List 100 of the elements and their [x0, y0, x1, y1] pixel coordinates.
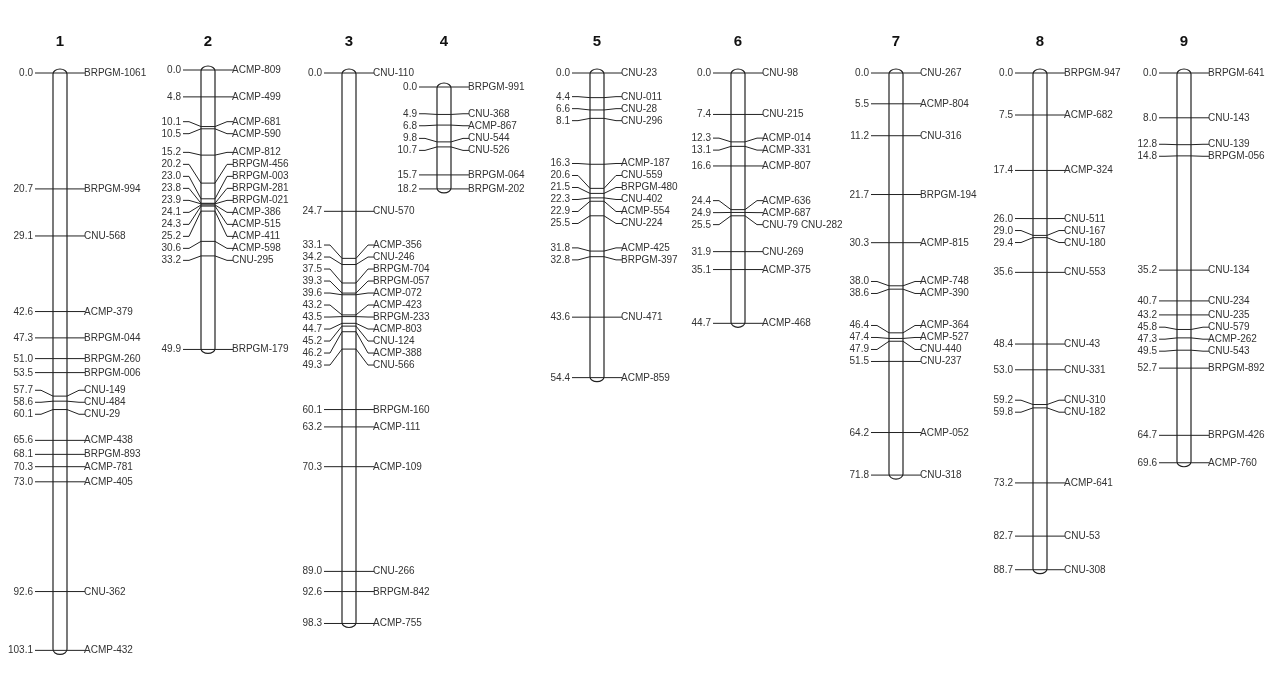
marker-name: BRPGM-202 [468, 182, 525, 195]
position-label: 29.4 [993, 236, 1013, 249]
position-label: 57.7 [13, 384, 33, 397]
marker-name: CNU-559 [621, 169, 663, 182]
position-label: 7.4 [697, 108, 711, 121]
marker-name: ACMP-375 [762, 263, 811, 276]
marker-name: ACMP-812 [232, 146, 281, 159]
marker-name: CNU-553 [1064, 266, 1106, 279]
position-label: 21.5 [550, 181, 570, 194]
marker-name: CNU-180 [1064, 236, 1106, 249]
position-label: 0.0 [403, 81, 417, 93]
marker-name: ACMP-636 [762, 194, 811, 207]
marker-name: CNU-237 [920, 355, 962, 368]
position-label: 51.5 [849, 355, 869, 368]
marker-name: CNU-167 [1064, 224, 1106, 237]
marker-name: ACMP-072 [373, 287, 422, 300]
marker-name: ACMP-432 [84, 644, 133, 657]
position-label: 48.4 [993, 338, 1013, 351]
marker-name: BRPGM-480 [621, 181, 678, 194]
position-label: 15.2 [161, 146, 181, 159]
position-label: 0.0 [697, 67, 711, 79]
position-label: 23.8 [161, 182, 181, 195]
marker-name: CNU-267 [920, 67, 962, 79]
marker-name: ACMP-687 [762, 206, 811, 219]
position-label: 34.2 [302, 251, 322, 264]
marker-name: CNU-234 [1208, 294, 1250, 307]
marker-name: ACMP-641 [1064, 476, 1113, 489]
position-label: 71.8 [849, 469, 869, 482]
marker-name: CNU-53 [1064, 530, 1101, 543]
position-label: 60.1 [302, 403, 322, 416]
position-label: 65.6 [13, 434, 33, 447]
marker-name: ACMP-111 [373, 420, 421, 433]
marker-name: CNU-484 [84, 396, 126, 409]
position-label: 98.3 [302, 617, 322, 630]
marker-name: ACMP-760 [1208, 456, 1257, 469]
position-label: 38.6 [849, 287, 869, 300]
position-label: 43.6 [550, 311, 570, 324]
position-label: 44.7 [302, 323, 322, 336]
chromosome-number: 9 [1178, 32, 1190, 50]
position-label: 58.6 [13, 396, 33, 409]
marker-name: CNU-266 [373, 565, 415, 578]
marker-name: BRPGM-842 [373, 585, 430, 598]
marker-name: CNU-566 [373, 359, 415, 372]
position-label: 35.1 [691, 263, 711, 276]
position-label: 22.9 [550, 205, 570, 218]
position-label: 92.6 [13, 585, 33, 598]
position-label: 70.3 [302, 460, 322, 473]
marker-name: ACMP-109 [373, 460, 422, 473]
position-label: 20.7 [13, 182, 33, 195]
position-label: 15.7 [397, 168, 417, 181]
marker-name: BRPGM-704 [373, 263, 430, 276]
marker-name: CNU-79 CNU-282 [762, 218, 843, 231]
marker-name: BRPGM-057 [373, 275, 430, 288]
position-label: 88.7 [993, 563, 1013, 576]
position-label: 22.3 [550, 193, 570, 206]
position-label: 11.2 [850, 129, 869, 142]
position-label: 25.5 [550, 217, 570, 230]
marker-name: ACMP-388 [373, 347, 422, 360]
position-label: 20.6 [550, 169, 570, 182]
position-label: 23.9 [161, 194, 181, 207]
marker-name: CNU-471 [621, 311, 663, 324]
marker-name: CNU-182 [1064, 406, 1106, 419]
marker-name: CNU-310 [1064, 394, 1106, 407]
marker-name: ACMP-423 [373, 299, 422, 312]
marker-name: CNU-23 [621, 67, 658, 79]
position-label: 6.6 [556, 102, 570, 115]
chromosome-number: 5 [591, 32, 603, 50]
position-label: 32.8 [550, 253, 570, 266]
chromosome-number: 1 [54, 32, 66, 50]
marker-name: BRPGM-064 [468, 168, 525, 181]
position-label: 0.0 [308, 67, 322, 79]
marker-name: CNU-440 [920, 343, 962, 356]
position-label: 40.7 [1137, 294, 1157, 307]
marker-name: ACMP-468 [762, 317, 811, 330]
position-label: 20.2 [161, 158, 181, 171]
marker-name: CNU-134 [1208, 264, 1250, 277]
marker-name: ACMP-681 [232, 115, 281, 128]
position-label: 31.8 [550, 241, 570, 254]
position-label: 49.9 [161, 343, 181, 356]
position-label: 38.0 [849, 275, 869, 288]
marker-name: CNU-316 [920, 129, 962, 142]
chromosome-number: 8 [1034, 32, 1046, 50]
marker-name: CNU-124 [373, 335, 415, 348]
marker-name: ACMP-815 [920, 236, 969, 249]
marker-name: CNU-269 [762, 245, 804, 258]
marker-name: CNU-224 [621, 217, 663, 230]
marker-name: ACMP-554 [621, 205, 670, 218]
marker-name: ACMP-527 [920, 331, 969, 344]
marker-name: ACMP-515 [232, 218, 281, 231]
position-label: 24.7 [302, 205, 322, 218]
position-label: 46.2 [302, 347, 322, 360]
position-label: 33.2 [161, 254, 181, 267]
marker-name: CNU-544 [468, 132, 510, 145]
position-label: 5.5 [855, 97, 869, 110]
marker-name: ACMP-748 [920, 275, 969, 288]
marker-name: ACMP-262 [1208, 333, 1257, 346]
marker-name: ACMP-364 [920, 319, 969, 332]
position-label: 53.0 [993, 363, 1013, 376]
marker-name: CNU-570 [373, 205, 415, 218]
marker-name: BRPGM-991 [468, 81, 525, 93]
